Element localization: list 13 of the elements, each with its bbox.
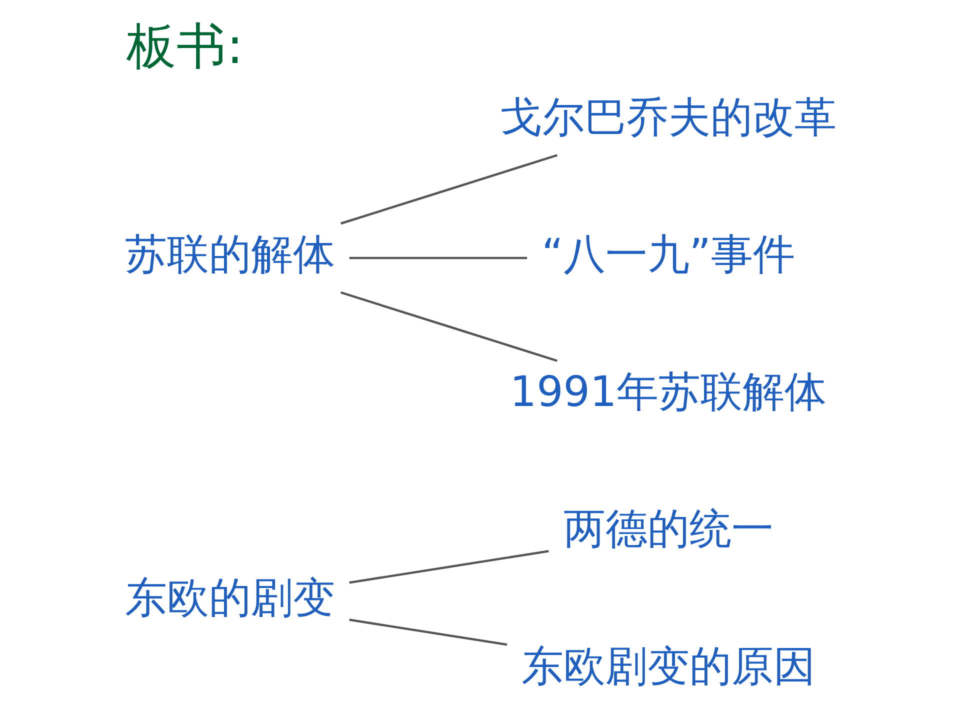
connector xyxy=(340,154,558,225)
node-text: 两德的统一 xyxy=(562,504,773,554)
connector xyxy=(348,550,548,584)
connector xyxy=(348,618,507,646)
node-text: 戈尔巴乔夫的改革 xyxy=(500,92,836,142)
node-text: “八一九”事件 xyxy=(541,230,795,279)
node-text: 东欧剧变的原因 xyxy=(520,641,815,690)
node-text: 1991年苏联解体 xyxy=(509,366,826,416)
connector xyxy=(340,291,558,362)
node-text: 东欧的剧变 xyxy=(124,572,334,622)
diagram-title: 板书: xyxy=(126,17,243,76)
node-text: 苏联的解体 xyxy=(124,230,334,279)
connector xyxy=(348,256,527,260)
